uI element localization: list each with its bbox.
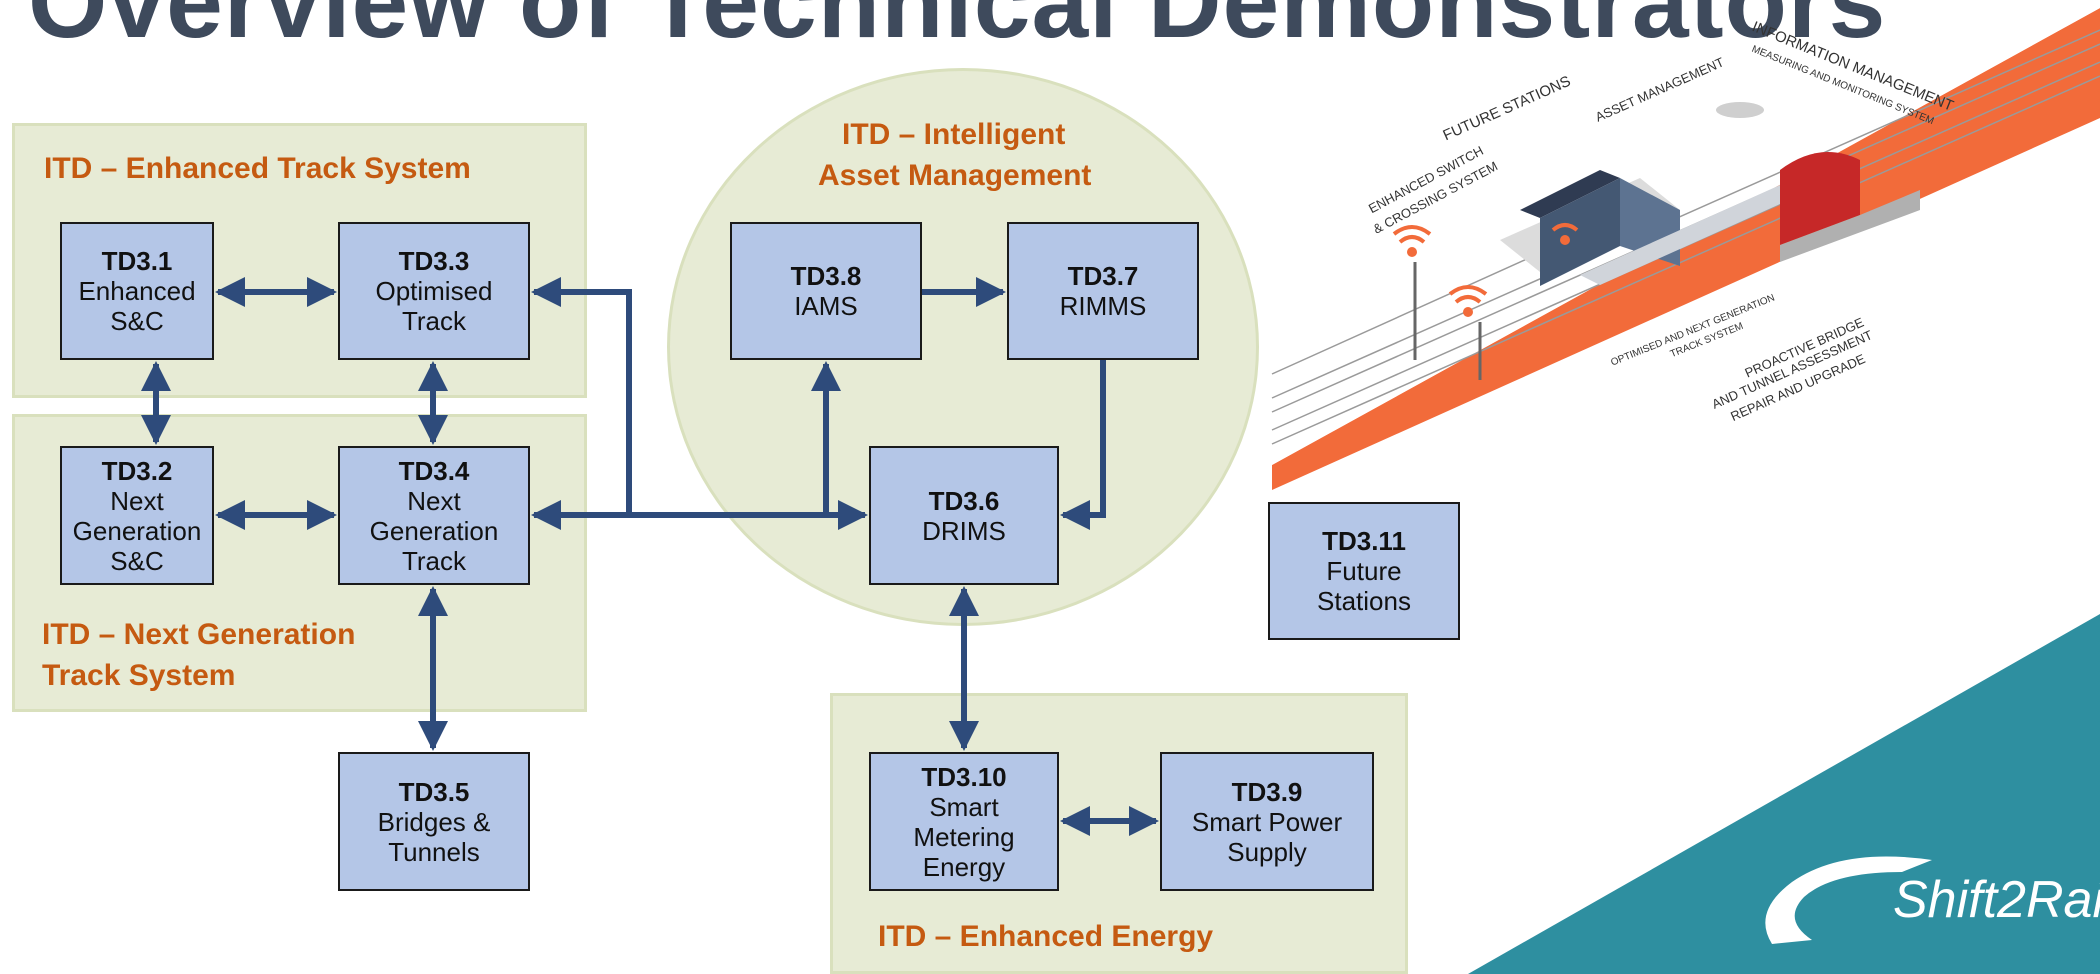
box-id: TD3.8 xyxy=(790,261,862,291)
box-line: IAMS xyxy=(794,291,858,321)
box-line: Smart Power xyxy=(1191,806,1343,837)
group-label-next-gen-line2: Track System xyxy=(42,659,236,692)
box-id: TD3.10 xyxy=(921,761,1007,792)
box-line: Stations xyxy=(1317,586,1411,616)
box-td3-10: TD3.10 Smart Metering Energy xyxy=(869,752,1059,891)
box-line: DRIMS xyxy=(922,515,1006,546)
box-td3-5: TD3.5 Bridges & Tunnels xyxy=(338,752,530,891)
box-line: Next xyxy=(110,485,164,516)
box-td3-6: TD3.6 DRIMS xyxy=(869,446,1059,585)
group-label-enhanced-track: ITD – Enhanced Track System xyxy=(44,152,471,185)
box-id: TD3.9 xyxy=(1231,776,1303,807)
box-line: Metering xyxy=(913,821,1015,852)
box-id: TD3.11 xyxy=(1322,526,1406,556)
arrow-td37-td36 xyxy=(1060,360,1106,530)
box-td3-8: TD3.8 IAMS xyxy=(730,222,922,360)
group-label-asset-line2: Asset Management xyxy=(818,159,1092,192)
box-id: TD3.3 xyxy=(398,246,470,276)
box-td3-4: TD3.4 Next Generation Track xyxy=(338,446,530,585)
box-td3-3: TD3.3 Optimised Track xyxy=(338,222,530,360)
box-td3-7: TD3.7 RIMMS xyxy=(1007,222,1199,360)
box-line: Smart xyxy=(929,791,999,822)
box-line: Bridges & xyxy=(377,806,491,837)
box-line: Supply xyxy=(1227,836,1307,867)
box-id: TD3.4 xyxy=(398,455,470,486)
box-line: Generation xyxy=(369,515,499,546)
box-td3-9: TD3.9 Smart Power Supply xyxy=(1160,752,1374,891)
box-line: Enhanced xyxy=(78,276,196,306)
group-label-asset-line1: ITD – Intelligent xyxy=(842,118,1066,151)
box-line: Energy xyxy=(922,851,1006,882)
box-line: S&C xyxy=(110,545,164,576)
group-label-energy: ITD – Enhanced Energy xyxy=(878,920,1214,953)
box-line: Optimised xyxy=(375,276,493,306)
box-id: TD3.6 xyxy=(928,485,1000,516)
box-id: TD3.7 xyxy=(1067,261,1139,291)
logo-text: Shift2Rail xyxy=(1893,871,2100,929)
box-line: S&C xyxy=(110,306,164,336)
box-line: Future xyxy=(1326,556,1402,586)
box-line: Tunnels xyxy=(388,836,480,867)
group-label-next-gen-line1: ITD – Next Generation xyxy=(42,618,356,651)
box-td3-11: TD3.11 Future Stations xyxy=(1268,502,1460,640)
arrow-to-td33 xyxy=(531,277,632,515)
box-td3-2: TD3.2 Next Generation S&C xyxy=(60,446,214,585)
page-title: Overview of Technical Demonstrators xyxy=(28,0,1887,59)
box-line: Generation xyxy=(72,515,202,546)
box-id: TD3.5 xyxy=(398,776,470,807)
box-line: Next xyxy=(407,485,461,516)
box-td3-1: TD3.1 Enhanced S&C xyxy=(60,222,214,360)
box-id: TD3.1 xyxy=(101,246,173,276)
box-line: Track xyxy=(401,545,467,576)
box-line: RIMMS xyxy=(1059,291,1147,321)
box-id: TD3.2 xyxy=(101,455,173,486)
box-line: Track xyxy=(401,306,467,336)
shift2rail-logo xyxy=(1765,856,1932,944)
